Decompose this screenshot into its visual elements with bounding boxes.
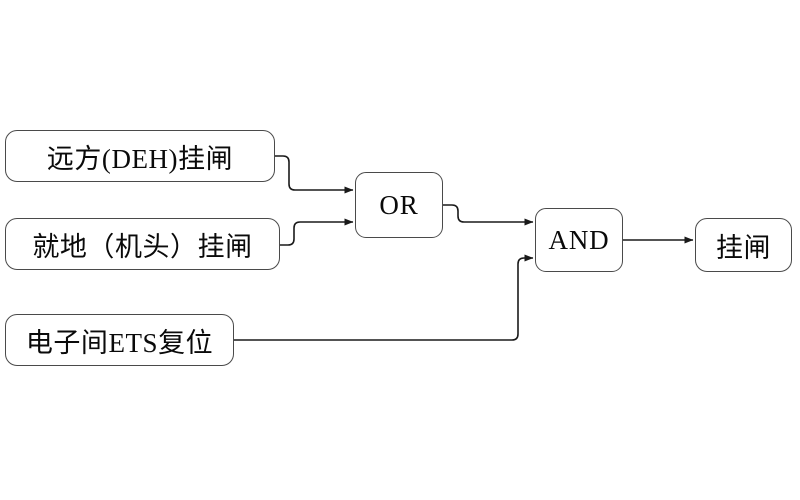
input-label-local-machine-head: 就地（机头）挂闸 [32,231,253,262]
input-box-ets-reset[interactable]: 电子间ETS复位 [5,314,234,366]
input-label-remote-deh: 远方(DEH)挂闸 [46,143,234,174]
wire-remote-deh-to-or [275,155,354,194]
output-box-result[interactable]: 挂闸 [695,218,792,272]
gate-or[interactable]: OR [355,172,443,238]
output-label-result: 挂闸 [715,232,772,263]
input-box-remote-deh[interactable]: 远方(DEH)挂闸 [5,130,275,182]
wire-ets-to-and [234,254,534,341]
wire-or-to-and [443,204,534,226]
gate-and[interactable]: AND [535,208,623,272]
gate-label-or: OR [379,189,419,220]
input-label-ets-reset: 电子间ETS复位 [25,327,214,358]
input-box-local-machine-head[interactable]: 就地（机头）挂闸 [5,218,280,270]
wire-local-to-or [280,218,354,246]
gate-label-and: AND [548,224,610,255]
